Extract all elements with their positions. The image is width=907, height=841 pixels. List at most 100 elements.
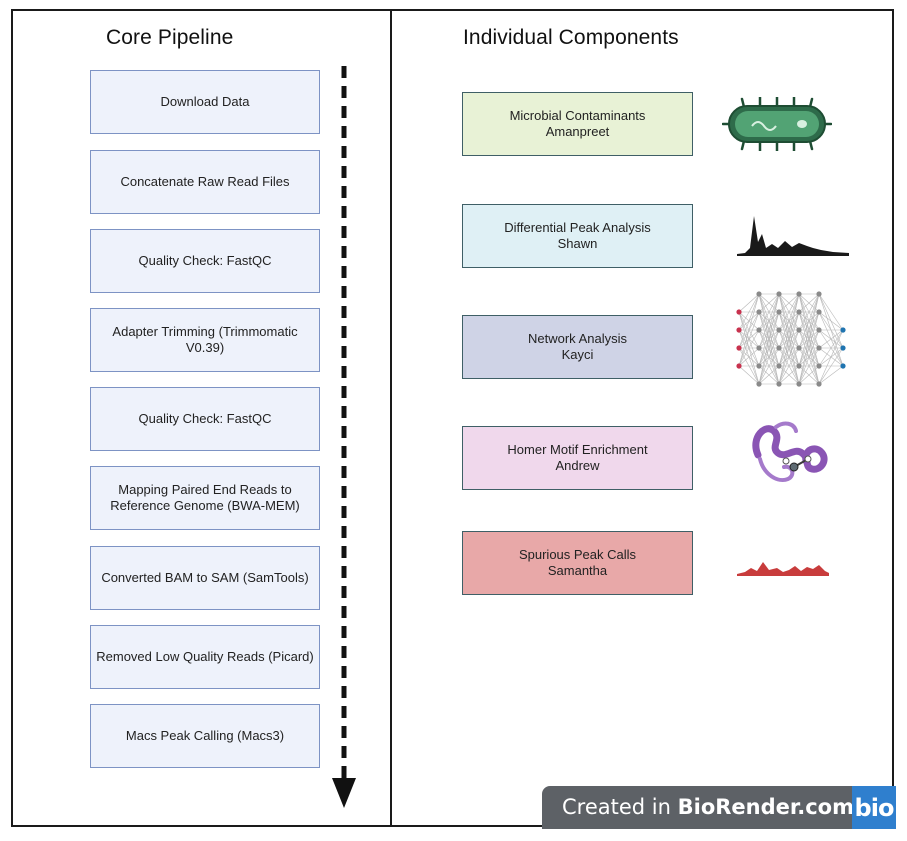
- biorender-logo: bio: [852, 786, 896, 829]
- core-pipeline-title: Core Pipeline: [106, 26, 234, 49]
- network-edge: [778, 347, 800, 385]
- network-edge: [798, 329, 820, 385]
- network-node: [756, 291, 762, 297]
- network-edge: [738, 293, 760, 313]
- network-node: [816, 327, 822, 333]
- bacterium-icon: [722, 97, 832, 151]
- network-edge: [758, 311, 780, 385]
- component-box: Microbial Contaminants Amanpreet: [462, 92, 693, 156]
- component-box: Homer Motif Enrichment Andrew: [462, 426, 693, 490]
- network-edge: [778, 365, 800, 385]
- network-node: [840, 345, 846, 351]
- component-box: Network Analysis Kayci: [462, 315, 693, 379]
- badge-prefix: Created in: [562, 795, 678, 819]
- network-edge: [818, 293, 844, 331]
- pipeline-step: Quality Check: FastQC: [90, 229, 320, 293]
- pipeline-step: Removed Low Quality Reads (Picard): [90, 625, 320, 689]
- network-edge: [758, 293, 780, 385]
- network-node: [840, 327, 846, 333]
- peak-graph-icon: [737, 216, 849, 256]
- network-node: [840, 363, 846, 369]
- network-edge: [738, 347, 760, 367]
- network-edge: [738, 293, 760, 349]
- network-edge: [738, 293, 760, 331]
- network-edge: [778, 293, 800, 313]
- component-name: Differential Peak Analysis: [504, 220, 651, 235]
- pipeline-step: Mapping Paired End Reads to Reference Ge…: [90, 466, 320, 530]
- component-person: Shawn: [557, 236, 598, 251]
- network-edge: [738, 329, 760, 367]
- network-node: [776, 291, 782, 297]
- network-edge: [738, 365, 760, 385]
- component-name: Microbial Contaminants: [509, 108, 646, 123]
- biorender-badge-text: Created in BioRender.com: [562, 795, 854, 819]
- component-name: Homer Motif Enrichment: [507, 442, 648, 457]
- network-edge: [758, 293, 780, 313]
- network-node: [816, 345, 822, 351]
- component-box: Spurious Peak Calls Samantha: [462, 531, 693, 595]
- pipeline-step: Macs Peak Calling (Macs3): [90, 704, 320, 768]
- network-edge: [758, 293, 780, 367]
- network-edge: [818, 365, 844, 385]
- network-edge: [798, 293, 820, 385]
- network-node: [756, 381, 762, 387]
- network-node: [796, 363, 802, 369]
- network-edge: [758, 293, 780, 331]
- network-node: [776, 309, 782, 315]
- network-node: [736, 345, 742, 351]
- network-edge: [798, 293, 820, 313]
- network-node: [736, 327, 742, 333]
- pipeline-step: Converted BAM to SAM (SamTools): [90, 546, 320, 610]
- flow-arrow-icon: [332, 66, 356, 808]
- network-node: [776, 381, 782, 387]
- network-edge: [798, 293, 820, 349]
- network-edge: [818, 329, 844, 349]
- network-edge: [798, 293, 820, 367]
- network-edge: [738, 311, 760, 367]
- network-node: [796, 345, 802, 351]
- network-node: [736, 309, 742, 315]
- network-node: [816, 363, 822, 369]
- component-name: Network Analysis: [528, 331, 627, 346]
- network-node: [816, 381, 822, 387]
- protein-structure-icon: [752, 421, 828, 482]
- network-node: [776, 327, 782, 333]
- spurious-peaks-icon: [737, 562, 829, 576]
- network-node: [776, 363, 782, 369]
- network-node: [816, 309, 822, 315]
- network-node: [756, 327, 762, 333]
- network-edge: [778, 293, 800, 367]
- network-edge: [758, 347, 780, 385]
- network-node: [796, 327, 802, 333]
- pipeline-step: Download Data: [90, 70, 320, 134]
- network-edge: [778, 311, 800, 385]
- component-person: Andrew: [555, 458, 600, 473]
- network-edge: [778, 293, 800, 331]
- pipeline-step: Concatenate Raw Read Files: [90, 150, 320, 214]
- network-edge: [798, 347, 820, 385]
- network-edge: [818, 329, 844, 385]
- network-edge: [798, 293, 820, 331]
- network-node: [796, 309, 802, 315]
- network-edge: [758, 365, 780, 385]
- network-edge: [758, 293, 780, 349]
- pipeline-step: Adapter Trimming (Trimmomatic V0.39): [90, 308, 320, 372]
- network-edge: [798, 365, 820, 385]
- component-box: Differential Peak Analysis Shawn: [462, 204, 693, 268]
- component-person: Samantha: [547, 563, 608, 578]
- biorender-badge: [542, 786, 896, 829]
- panel-divider: [390, 9, 392, 827]
- network-edge: [758, 329, 780, 385]
- network-node: [796, 291, 802, 297]
- network-edge: [778, 293, 800, 349]
- badge-brand: BioRender.com: [677, 795, 854, 819]
- network-node: [756, 363, 762, 369]
- network-node: [816, 291, 822, 297]
- network-edge: [798, 311, 820, 385]
- network-node: [796, 381, 802, 387]
- network-edge: [778, 329, 800, 385]
- component-person: Amanpreet: [545, 124, 610, 139]
- individual-components-title: Individual Components: [463, 26, 679, 49]
- network-edge: [778, 293, 800, 385]
- network-edge: [818, 347, 844, 385]
